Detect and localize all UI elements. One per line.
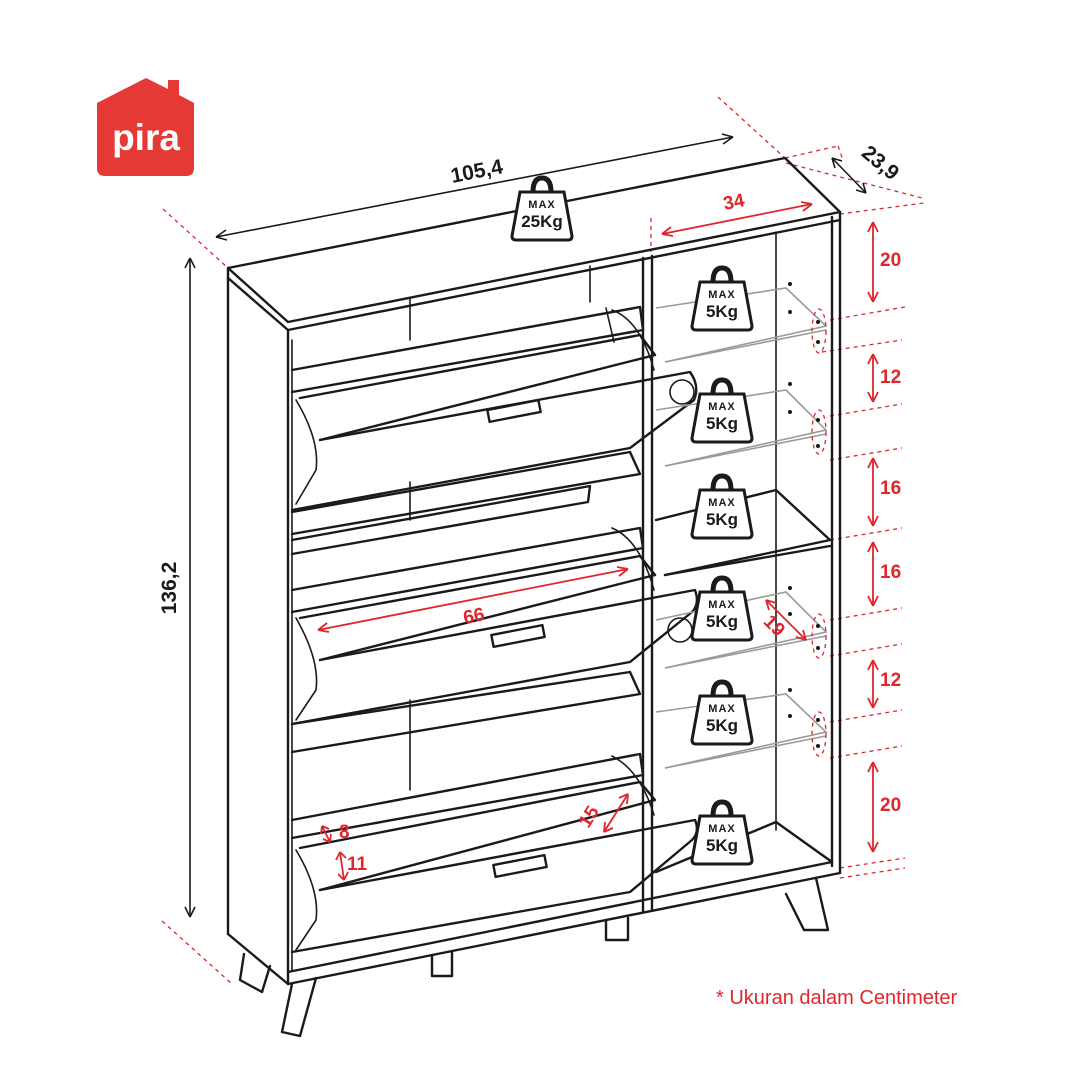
height-label: 136,2 bbox=[158, 562, 181, 615]
dimension-flap-angle: 15 bbox=[575, 793, 629, 833]
shelf-gap-2: 12 bbox=[867, 353, 901, 403]
weight-handle bbox=[530, 175, 554, 193]
shelf-gap-label: 20 bbox=[880, 795, 901, 816]
weight-max-label: MAX bbox=[708, 823, 735, 835]
weight-handle bbox=[710, 377, 734, 395]
weight-body bbox=[690, 392, 754, 444]
weight-value-label: 5Kg bbox=[706, 414, 738, 433]
weight-body bbox=[690, 280, 754, 332]
weight-body bbox=[510, 190, 574, 242]
shelf-gap-label: 20 bbox=[880, 250, 901, 271]
weight-value-label: 5Kg bbox=[706, 836, 738, 855]
shelf-gap-3: 16 bbox=[867, 457, 901, 527]
weight-body bbox=[690, 488, 754, 540]
shelf-gap-6: 20 bbox=[867, 761, 901, 853]
dimension-width: 105,4 bbox=[215, 133, 734, 241]
shelf-gap-5: 12 bbox=[867, 659, 901, 709]
shoe-flap-upper bbox=[290, 305, 698, 556]
dimension-depth: 23,9 bbox=[831, 141, 903, 194]
flap-gap-a-label: 8 bbox=[339, 822, 350, 843]
weight-handle bbox=[710, 679, 734, 697]
units-note: * Ukuran dalam Centimeter bbox=[716, 987, 958, 1009]
shelf-gap-label: 12 bbox=[880, 670, 901, 691]
dimension-height: 136,2 bbox=[158, 257, 196, 918]
shelf-width-label: 34 bbox=[722, 190, 747, 215]
shelf-depth-label: 19 bbox=[759, 611, 789, 641]
weight-handle bbox=[710, 575, 734, 593]
shelf-gap-4: 16 bbox=[867, 541, 901, 607]
weight-max-label: MAX bbox=[708, 289, 735, 301]
weight-handle bbox=[710, 799, 734, 817]
weight-handle bbox=[710, 473, 734, 491]
pira-logo: pira bbox=[97, 78, 194, 176]
depth-label: 23,9 bbox=[857, 141, 903, 185]
weight-value-label: 5Kg bbox=[706, 716, 738, 735]
dimension-shelf-width: 34 bbox=[661, 190, 813, 237]
weight-value-label: 5Kg bbox=[706, 302, 738, 321]
cabinet-legs bbox=[238, 876, 830, 1038]
flap-width-label: 66 bbox=[462, 604, 487, 629]
shelf-gap-1: 20 bbox=[867, 221, 901, 303]
weight-value-label: 5Kg bbox=[706, 612, 738, 631]
weight-max-label: MAX bbox=[708, 703, 735, 715]
dimension-flap-gap-a: 8 bbox=[320, 822, 350, 843]
logo-text: pira bbox=[112, 117, 180, 158]
weight-body bbox=[690, 590, 754, 642]
weight-max-label: MAX bbox=[708, 497, 735, 509]
shoe-flap-lower bbox=[290, 752, 699, 954]
flap-gap-b-label: 11 bbox=[347, 854, 368, 875]
extension-lines bbox=[161, 96, 925, 985]
dimension-shelf-depth: 19 bbox=[759, 599, 807, 641]
flap-angle-label: 15 bbox=[575, 802, 604, 831]
shoe-flap-middle bbox=[290, 526, 699, 754]
dimension-flap-width: 66 bbox=[317, 566, 629, 633]
shelf-gap-label: 12 bbox=[880, 367, 901, 388]
weight-max-label: MAX bbox=[708, 599, 735, 611]
weight-value-label: 25Kg bbox=[521, 212, 563, 231]
weight-body bbox=[690, 814, 754, 866]
weight-max-label: MAX bbox=[708, 401, 735, 413]
cabinet-body bbox=[226, 156, 842, 986]
right-shelves bbox=[654, 282, 834, 874]
weight-value-label: 5Kg bbox=[706, 510, 738, 529]
shelf-gap-label: 16 bbox=[880, 478, 901, 499]
dimension-flap-gap-b: 11 bbox=[335, 851, 368, 881]
weight-max-label: MAX bbox=[528, 199, 555, 211]
weight-handle bbox=[710, 265, 734, 283]
shelf-gap-dimensions: 20 12 16 16 12 20 bbox=[867, 221, 901, 853]
weight-body bbox=[690, 694, 754, 746]
shelf-gap-label: 16 bbox=[880, 562, 901, 583]
